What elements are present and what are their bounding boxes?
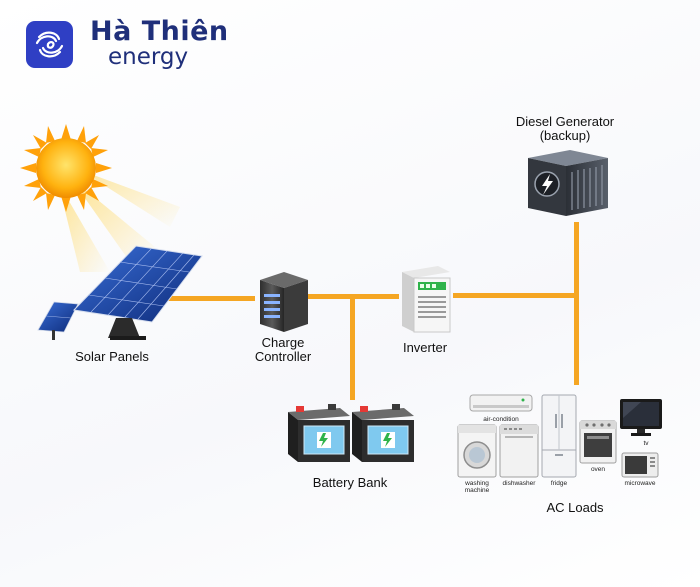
dishwasher-icon [499,424,539,478]
washing-machine-label-2: machine [464,487,490,494]
generator-label-2: (backup) [539,128,591,143]
oven [579,420,617,464]
air-condition [469,394,533,414]
microwave-label: microwave [624,480,656,487]
diesel-generator [524,146,610,218]
charge-controller-label-2: Controller [254,349,312,364]
air-condition-label: air-condition [483,416,519,423]
tv-label: tv [643,440,649,447]
battery-bank-label: Battery Bank [312,475,388,490]
charge-controller-label-1: Charge [261,335,305,350]
microwave-icon [621,452,659,478]
fridge-icon [541,394,577,478]
sun-icon [20,124,180,272]
brand-logo [26,21,73,68]
sun [20,122,200,282]
solar-panels-label: Solar Panels [75,349,149,364]
brand-name: Hà Thiên [90,16,229,47]
ac-loads-label: AC Loads [546,500,604,515]
charge-controller-icon [260,272,308,332]
wire-inverter-bus [453,293,578,298]
solar-panel-icon [37,245,203,340]
charge-controller [254,270,312,334]
oven-icon [579,420,617,464]
fridge-label: fridge [550,480,568,487]
generator-label-1: Diesel Generator [515,114,615,129]
tv-icon [620,399,662,436]
washing-machine [457,424,497,478]
dishwasher-label: dishwasher [502,480,536,487]
battery-icon [288,404,414,462]
inverter [398,264,454,334]
brand-subtitle: energy [108,44,189,70]
solar-panels [36,238,206,344]
air-conditioner-icon [469,394,533,412]
generator-icon [528,150,608,216]
tv [619,398,663,438]
wire-generator-bus [574,222,579,385]
dishwasher [499,424,539,478]
oven-label: oven [590,466,606,473]
washing-machine-label-1: washing [465,480,489,487]
washing-machine-icon [457,424,497,478]
wire-battery-drop [350,296,355,400]
brand-logo-icon [26,21,73,68]
inverter-icon [402,266,451,333]
inverter-label: Inverter [402,340,448,355]
microwave [621,452,659,478]
fridge [541,394,577,478]
battery-bank [284,402,420,466]
wire-solar-controller [165,296,255,301]
